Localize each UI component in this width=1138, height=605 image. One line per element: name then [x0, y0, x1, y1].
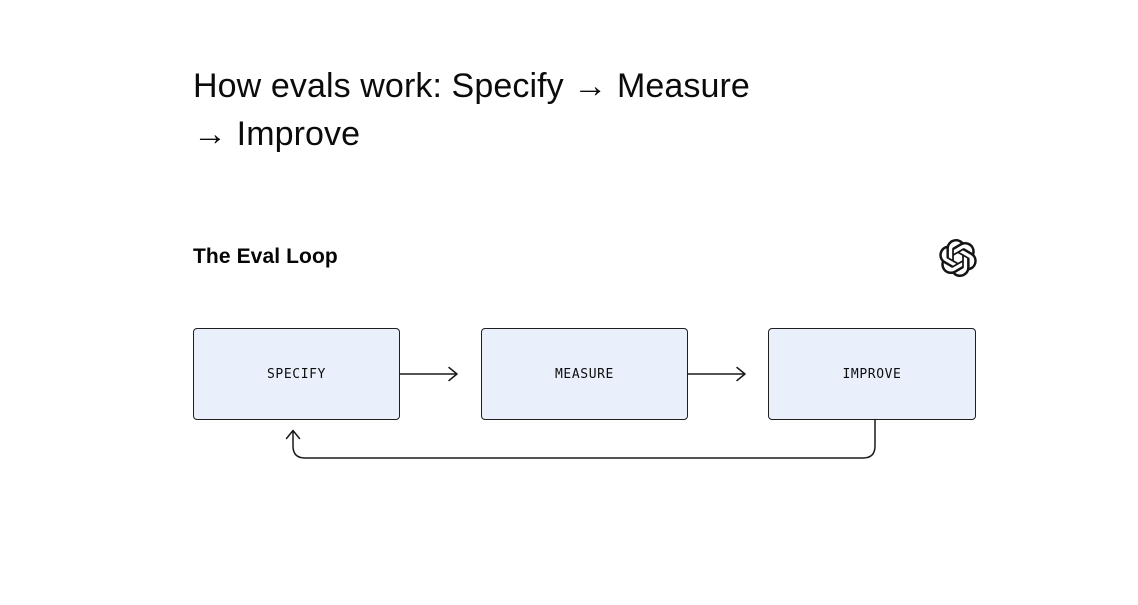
arrow-specify-to-measure-head-icon — [448, 366, 458, 382]
node-specify-label: SPECIFY — [267, 366, 326, 382]
node-measure-label: MEASURE — [555, 366, 614, 382]
node-improve: IMPROVE — [768, 328, 976, 420]
loop-back-arrow-head-icon — [285, 429, 301, 440]
node-measure: MEASURE — [481, 328, 688, 420]
openai-logo-icon — [939, 239, 977, 277]
page-title: How evals work: Specify → Measure → Impr… — [193, 62, 750, 158]
node-improve-label: IMPROVE — [842, 366, 902, 382]
figure-title: The Eval Loop — [193, 245, 338, 268]
page-title-line-2: → Improve — [193, 115, 361, 153]
arrow-measure-to-improve-head-icon — [736, 366, 746, 382]
page-title-line-1: How evals work: Specify → Measure — [193, 67, 750, 105]
loop-back-arrow-improve-to-specify — [292, 418, 876, 459]
node-specify: SPECIFY — [193, 328, 400, 420]
